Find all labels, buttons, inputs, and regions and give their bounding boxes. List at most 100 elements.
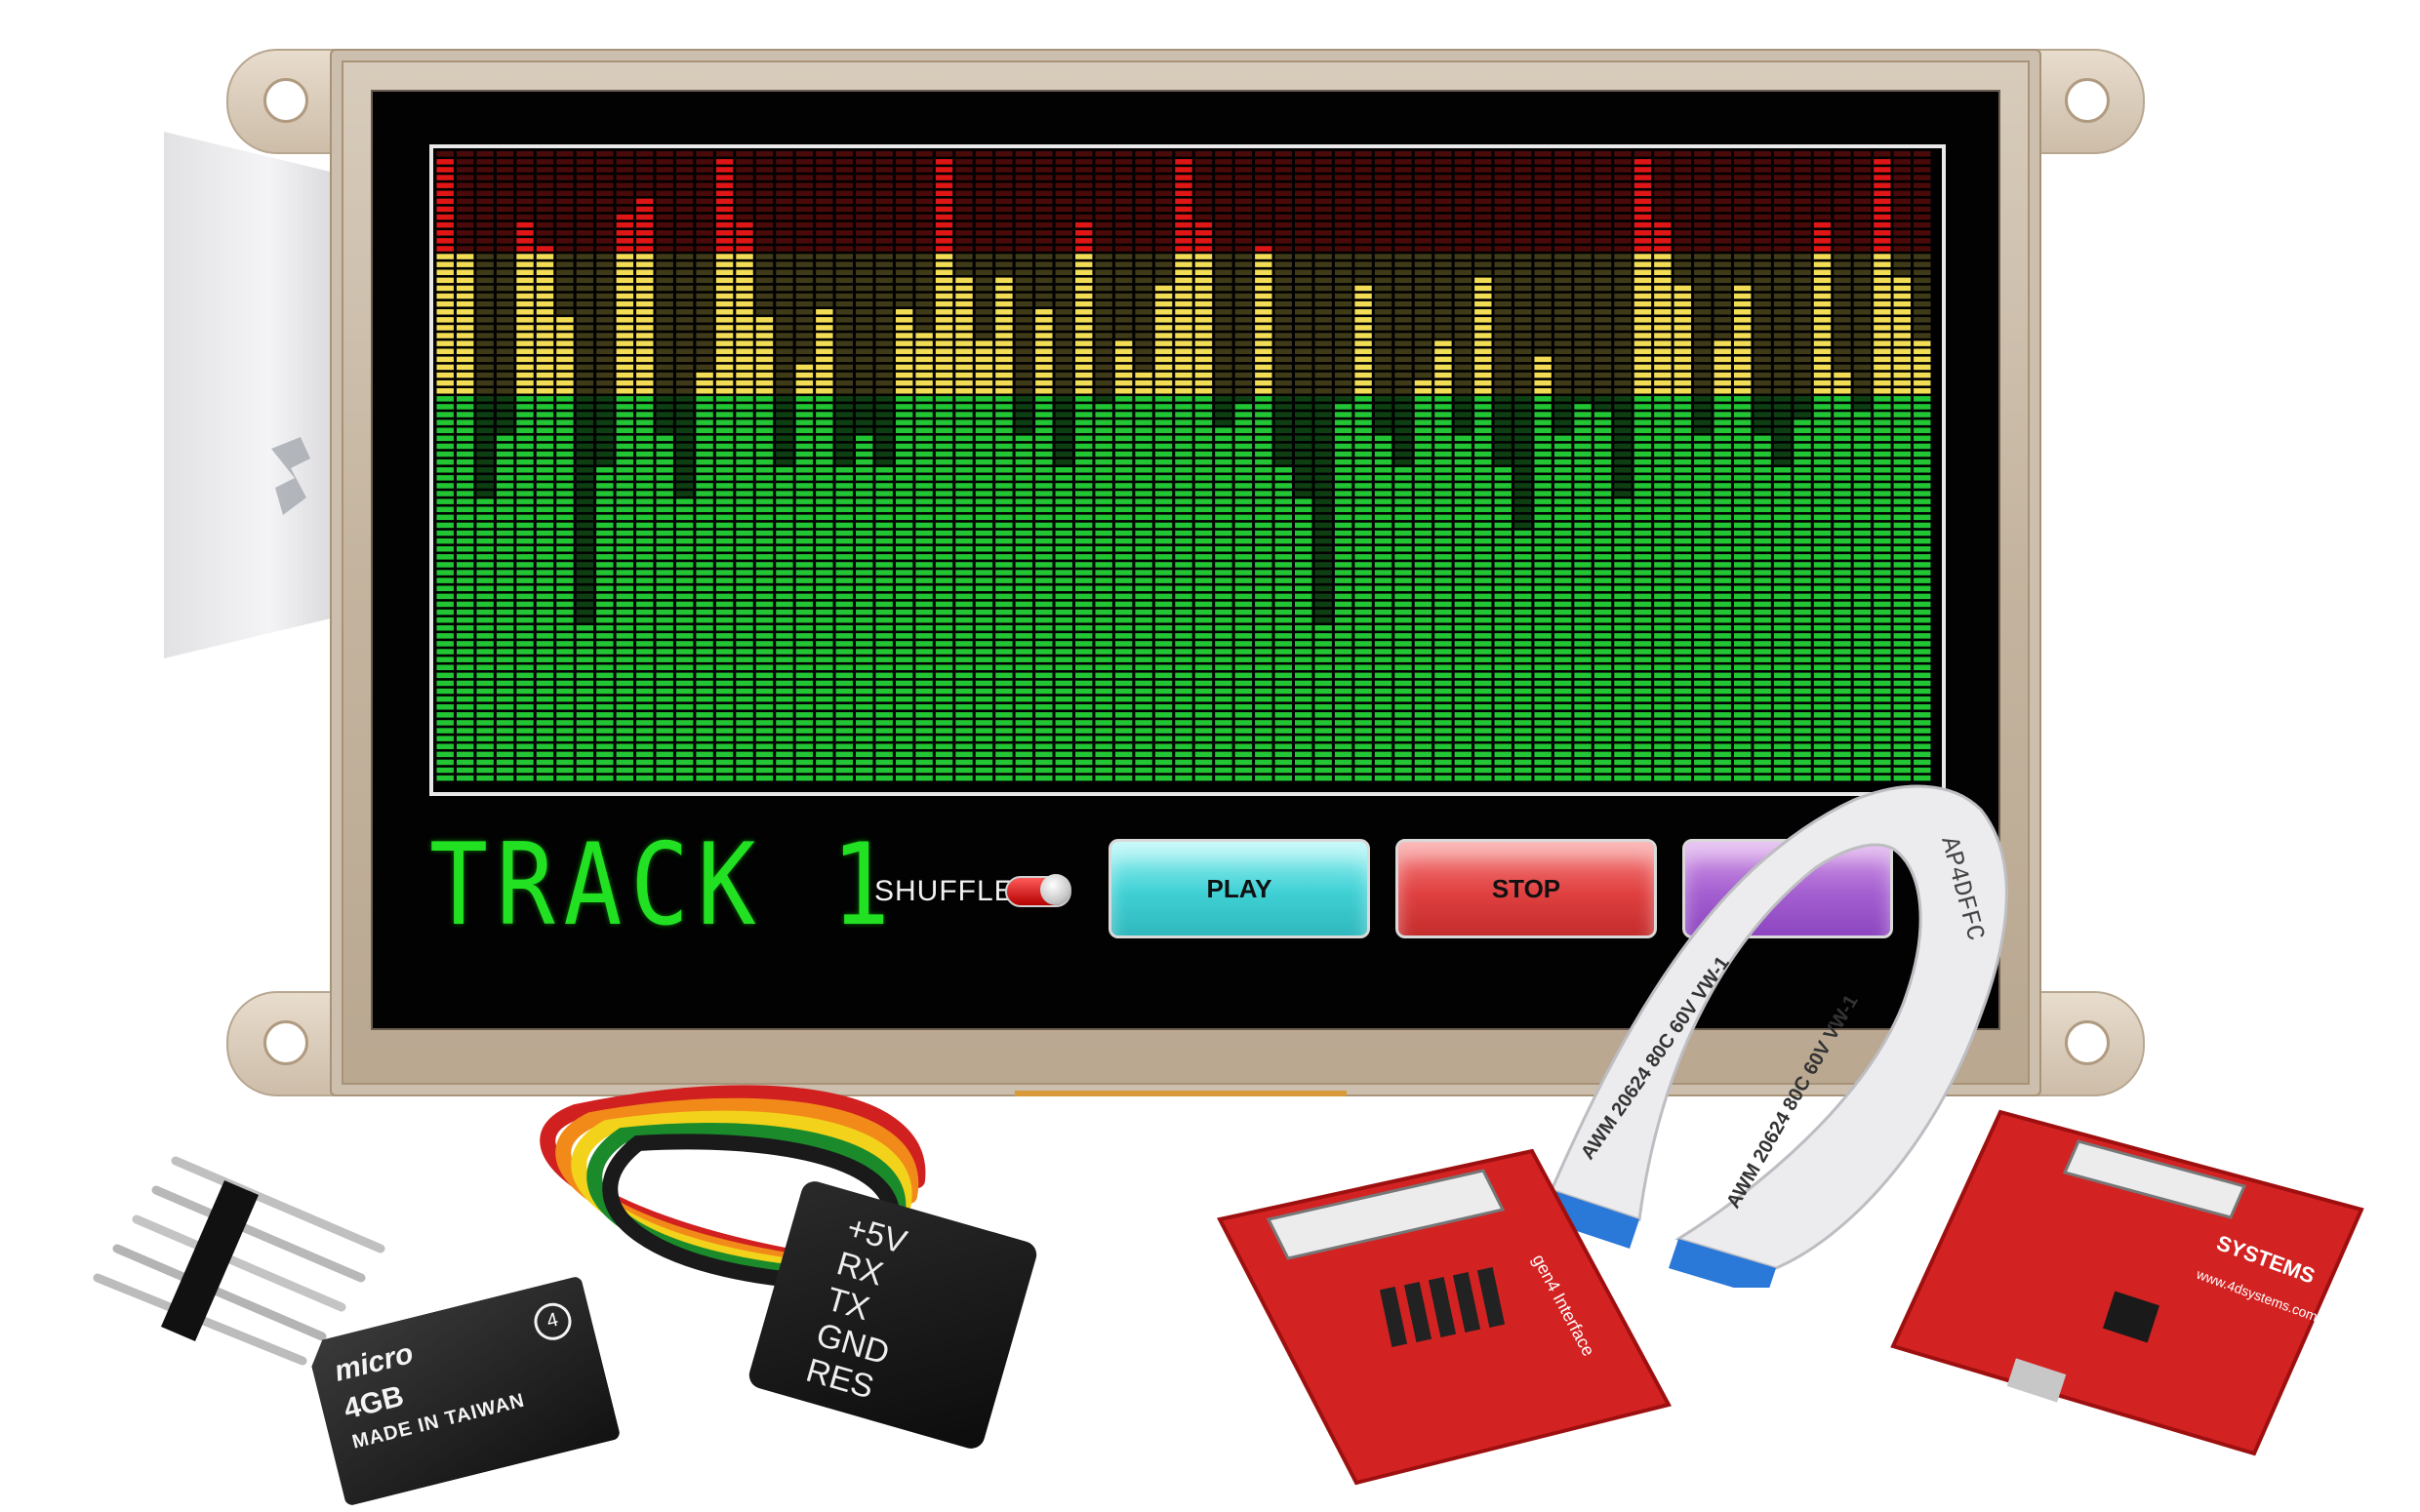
spectrum-bar — [576, 151, 594, 781]
spectrum-bar — [456, 151, 474, 781]
ribbon-contacts-right — [1669, 1239, 1776, 1288]
spectrum-bar — [1593, 151, 1612, 781]
spectrum-bar — [1215, 151, 1232, 781]
spectrum-bar — [915, 151, 933, 781]
spectrum-bar — [1414, 151, 1432, 781]
spectrum-bar — [816, 151, 833, 781]
spectrum-bar — [1015, 151, 1033, 781]
spectrum-bar — [1773, 151, 1792, 781]
spectrum-bar — [1914, 151, 1931, 781]
spectrum-bar — [1274, 151, 1292, 781]
bezel-notch — [1091, 1032, 1212, 1063]
programming-adapter-board: SYSTEMS www.4dsystems.com.au — [1890, 1109, 2364, 1456]
spectrum-bar — [656, 151, 673, 781]
spectrum-bar — [1035, 151, 1053, 781]
spectrum-bar — [1334, 151, 1352, 781]
spectrum-bar — [1553, 151, 1572, 781]
spectrum-bar — [516, 151, 534, 781]
flex-connector-strip — [1015, 1091, 1347, 1096]
spectrum-bar — [536, 151, 554, 781]
spectrum-bar — [1314, 151, 1332, 781]
spectrum-bar — [875, 151, 893, 781]
stop-button[interactable]: STOP — [1395, 839, 1657, 938]
spectrum-bar — [596, 151, 614, 781]
jumper-wire — [602, 1134, 901, 1292]
spectrum-bar — [1194, 151, 1213, 781]
spectrum-bar — [755, 151, 774, 781]
spectrum-bar — [1654, 151, 1672, 781]
spectrum-bar — [1234, 151, 1253, 781]
ribbon-cable: AWM 20624 80C 60V VW-1 AWM 20624 80C 60V… — [1552, 784, 2008, 1288]
fpc-connector — [1266, 1169, 1506, 1260]
spectrum-bar — [776, 151, 793, 781]
side-pcb — [164, 132, 340, 658]
ribbon-body — [1552, 784, 2008, 1270]
spectrum-bar — [1834, 151, 1851, 781]
spectrum-bar — [835, 151, 854, 781]
spectrum-bar — [1494, 151, 1512, 781]
spectrum-bar — [1394, 151, 1412, 781]
spectrum-bar — [1754, 151, 1771, 781]
spectrum-bar — [895, 151, 913, 781]
spectrum-bar — [1794, 151, 1811, 781]
spectrum-bar — [1574, 151, 1592, 781]
spectrum-bar — [1733, 151, 1752, 781]
spectrum-bar — [1534, 151, 1552, 781]
spectrum-bar — [556, 151, 574, 781]
gen4-interface-board: gen4 Display gen4 Interface — [1217, 1147, 1672, 1486]
shuffle-toggle-knob[interactable] — [1040, 874, 1071, 905]
board-header-pins — [1379, 1266, 1506, 1348]
spectrum-bar — [736, 151, 753, 781]
micro-usb-port — [2006, 1358, 2067, 1403]
spectrum-bar — [476, 151, 494, 781]
board-body — [1890, 1109, 2364, 1456]
spectrum-bar — [1434, 151, 1452, 781]
spectrum-bar — [1175, 151, 1192, 781]
spectrum-bar — [715, 151, 734, 781]
spectrum-bar — [696, 151, 713, 781]
spectrum-bar — [1694, 151, 1712, 781]
spectrum-bar — [1055, 151, 1072, 781]
spectrum-bar — [1454, 151, 1472, 781]
spectrum-bar — [1255, 151, 1272, 781]
spectrum-bar — [1874, 151, 1891, 781]
spectrum-bar — [1513, 151, 1532, 781]
spectrum-bar — [795, 151, 814, 781]
spectrum-bar — [1374, 151, 1392, 781]
spectrum-bar — [675, 151, 694, 781]
spectrum-bar — [1354, 151, 1372, 781]
fpc-connector — [2062, 1139, 2247, 1219]
pin-header — [93, 1156, 385, 1366]
spectrum-bar — [1095, 151, 1112, 781]
spectrum-bar — [1154, 151, 1173, 781]
spectrum-bar — [1294, 151, 1312, 781]
jumper-cable — [540, 1085, 926, 1292]
4d-logo-icon — [271, 437, 310, 515]
ribbon-contacts-left — [1552, 1190, 1639, 1249]
spectrum-bar — [1114, 151, 1133, 781]
spectrum-bar — [1135, 151, 1152, 781]
spectrum-bar — [856, 151, 873, 781]
play-button[interactable]: PLAY — [1109, 839, 1370, 938]
header-plastic — [161, 1180, 259, 1341]
spectrum-bar — [935, 151, 953, 781]
shuffle-label: SHUFFLE — [874, 875, 1015, 907]
track-title: TRACK 1 — [429, 819, 899, 951]
spectrum-bar — [1634, 151, 1652, 781]
spectrum-bar — [1813, 151, 1832, 781]
spectrum-bar — [995, 151, 1013, 781]
spectrum-analyzer — [436, 151, 1931, 781]
spectrum-bar — [1714, 151, 1731, 781]
microsd-logo: micro — [331, 1336, 417, 1388]
spectrum-bar — [616, 151, 634, 781]
spectrum-bar — [1893, 151, 1912, 781]
spectrum-bar — [1474, 151, 1492, 781]
usb-chip — [2102, 1291, 2160, 1343]
spectrum-bar — [436, 151, 454, 781]
spectrum-bar — [1614, 151, 1632, 781]
board-left-title: gen4 Display — [1324, 1147, 1416, 1182]
spectrum-bar — [975, 151, 993, 781]
spectrum-bar — [1674, 151, 1692, 781]
spectrum-bar — [1853, 151, 1872, 781]
spectrum-bar — [636, 151, 654, 781]
